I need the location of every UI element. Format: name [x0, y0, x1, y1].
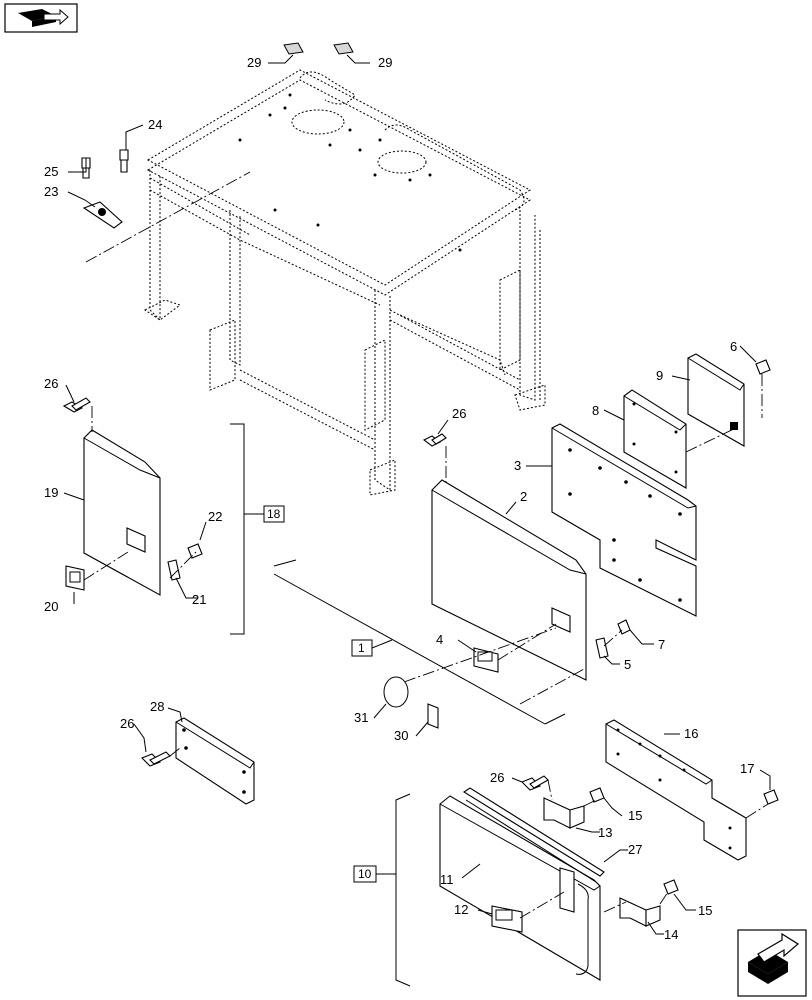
- pad-29-left: [283, 42, 304, 55]
- callout-9: 9: [656, 368, 663, 383]
- callout-17: 17: [740, 761, 754, 776]
- bolt-15-upper: [589, 787, 605, 803]
- callout-25: 25: [44, 164, 58, 179]
- callout-10: 10: [358, 867, 372, 881]
- next-page-arrow-icon[interactable]: [737, 929, 807, 997]
- panel-2: [431, 479, 587, 681]
- callout-27: 27: [628, 842, 642, 857]
- callout-13: 13: [598, 825, 612, 840]
- callout-22: 22: [208, 509, 222, 524]
- callout-12: 12: [454, 902, 468, 917]
- callout-8: 8: [592, 403, 599, 418]
- pad-29-right: [333, 42, 354, 55]
- callout-4: 4: [436, 632, 443, 647]
- callout-24: 24: [148, 117, 162, 132]
- plate-3: [551, 423, 697, 617]
- callout-20: 20: [44, 599, 58, 614]
- latch-4: [473, 647, 499, 673]
- bolt-26-left: [62, 397, 91, 413]
- callout-box-10: [353, 865, 377, 883]
- callout-28: 28: [150, 699, 164, 714]
- disc-31: [383, 676, 409, 708]
- callout-29-left: 29: [247, 55, 261, 70]
- callout-box-18: [263, 505, 285, 523]
- bolt-24: [119, 149, 129, 173]
- bolt-6: [755, 359, 771, 375]
- callout-16: 16: [684, 726, 698, 741]
- callout-26-upper-left: 26: [44, 376, 58, 391]
- callout-26-lower-left: 26: [120, 716, 134, 731]
- callout-26-mid: 26: [452, 406, 466, 421]
- bolt-22: [187, 543, 203, 559]
- callout-21: 21: [192, 592, 206, 607]
- callout-19: 19: [44, 485, 58, 500]
- callout-5: 5: [624, 657, 631, 672]
- hinge-14: [619, 897, 661, 927]
- hinge-13: [543, 797, 585, 829]
- bolt-15-lower: [663, 879, 679, 895]
- callout-18: 18: [267, 507, 281, 521]
- callout-15-lower: 15: [698, 903, 712, 918]
- plate-8: [623, 389, 687, 489]
- latch-20: [65, 565, 85, 591]
- plate-16: [605, 719, 747, 861]
- callout-14: 14: [664, 927, 678, 942]
- bolt-26-mid: [422, 433, 447, 447]
- clip-5: [595, 637, 609, 659]
- callout-23: 23: [44, 184, 58, 199]
- seal-27: [462, 787, 605, 883]
- callout-26-lower-right: 26: [490, 770, 504, 785]
- callout-3: 3: [514, 458, 521, 473]
- latch-12: [491, 905, 523, 933]
- door-11: [439, 795, 601, 981]
- clip-21: [167, 559, 181, 581]
- callout-11: 11: [440, 872, 454, 887]
- callout-6: 6: [730, 339, 737, 354]
- decal-30: [427, 703, 439, 729]
- bolt-26-lower-left: [141, 751, 171, 767]
- callout-29-right: 29: [378, 55, 392, 70]
- plate-9: [687, 353, 745, 447]
- callout-15-upper: 15: [628, 808, 642, 823]
- cab-frame: [144, 69, 546, 496]
- panel-19: [83, 429, 161, 596]
- bolt-17: [763, 789, 779, 805]
- bracket-23: [82, 201, 123, 229]
- callout-1: 1: [358, 641, 365, 655]
- callout-31: 31: [354, 710, 368, 725]
- callout-2: 2: [520, 489, 527, 504]
- bolt-26-lower-right: [521, 775, 549, 791]
- callout-7: 7: [658, 637, 665, 652]
- callout-box-1: [351, 639, 373, 657]
- plate-28: [175, 717, 255, 805]
- book-arrow-icon[interactable]: [4, 3, 78, 33]
- callout-30: 30: [394, 728, 408, 743]
